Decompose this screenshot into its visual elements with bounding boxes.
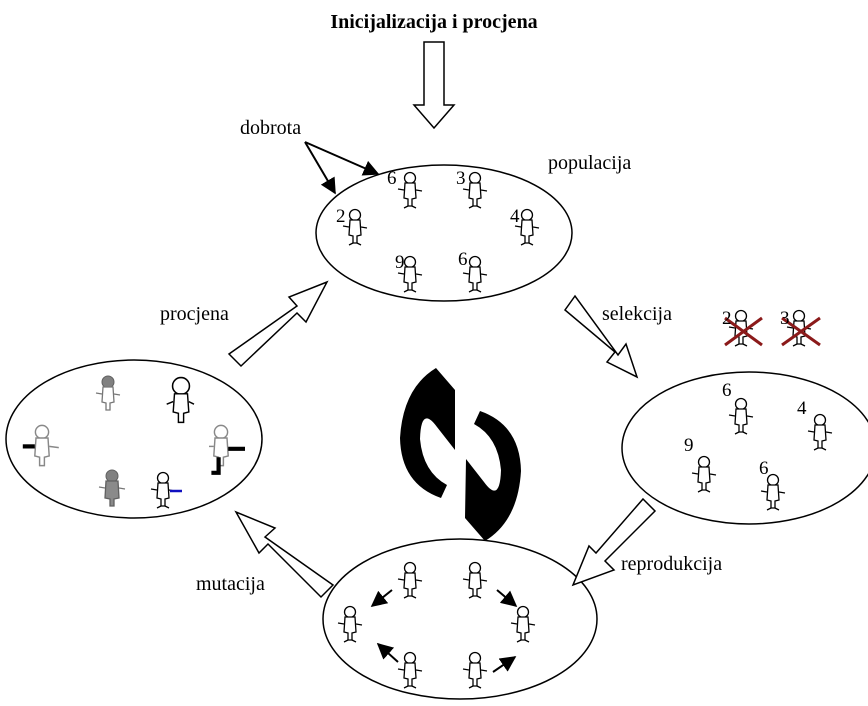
refresh-cycle-icon [400, 368, 521, 541]
selected-value: 6 [722, 380, 732, 401]
eliminated-individuals [724, 309, 821, 347]
reproduction-label: reprodukcija [621, 553, 722, 575]
crossover-arrow-icon [376, 642, 399, 663]
fitness-value: 6 [387, 168, 397, 189]
mutation-arrow [234, 510, 335, 599]
cross-mark-icon [781, 316, 821, 347]
selected-value: 9 [684, 435, 694, 456]
population-ellipse [315, 164, 573, 302]
fitness-label: dobrota [240, 117, 301, 139]
selected-ellipse [621, 371, 868, 525]
cross-mark-icon [724, 316, 763, 347]
evaluation-label: procjena [160, 303, 229, 325]
fitness-value: 9 [395, 252, 405, 273]
population-label: populacija [548, 152, 631, 174]
reproduction-individuals [337, 561, 536, 689]
mutant-stick-figure-icon [208, 424, 246, 475]
fitness-pointer-arrow [304, 141, 380, 176]
crossover-arrow-icon [492, 656, 517, 673]
selected-value: 6 [759, 458, 769, 479]
mutant-stick-figure-icon [98, 469, 126, 507]
mutant-stick-figure-icon [166, 376, 195, 424]
selection-label: selekcija [602, 303, 672, 325]
evaluation-arrow [227, 280, 329, 368]
fitness-value: 2 [336, 206, 346, 227]
fitness-pointer-arrow [304, 141, 336, 195]
eliminated-value: 2 [722, 308, 732, 329]
mutated-individuals [22, 375, 246, 509]
diagram-title: Inicijalizacija i procjena [330, 11, 537, 33]
crossover-arrow-icon [496, 589, 518, 608]
mutation-label: mutacija [196, 573, 265, 595]
fitness-value: 6 [458, 249, 468, 270]
selection-arrow [563, 294, 639, 379]
fitness-value: 3 [456, 168, 466, 189]
mutation-ellipse [5, 359, 263, 519]
mutant-stick-figure-icon [95, 375, 121, 411]
selected-value: 4 [797, 398, 807, 419]
reproduction-ellipse [322, 538, 598, 700]
crossover-arrow-icon [370, 589, 393, 607]
mutant-stick-figure-icon [22, 424, 59, 467]
initialization-arrow [412, 41, 456, 130]
eliminated-value: 3 [780, 308, 790, 329]
fitness-value: 4 [510, 206, 520, 227]
reproduction-arrow [571, 497, 657, 587]
